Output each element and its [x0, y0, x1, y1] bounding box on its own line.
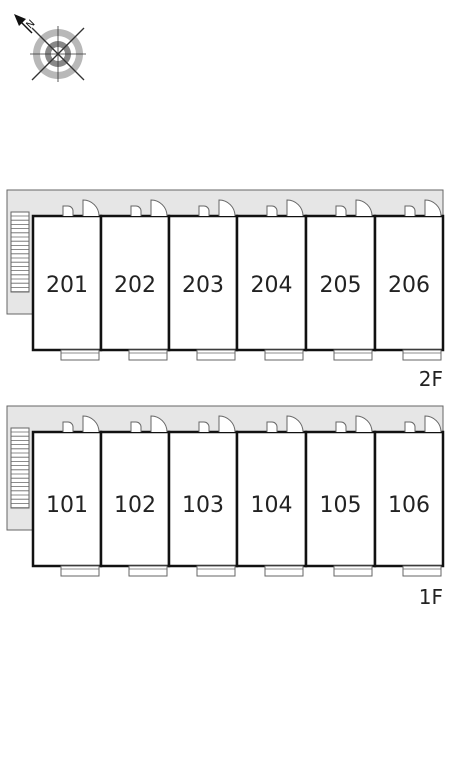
room-box — [31, 214, 103, 352]
unit-101: 101 — [31, 415, 103, 577]
balcony — [196, 565, 236, 577]
balcony — [196, 349, 236, 361]
balcony — [402, 349, 442, 361]
balcony — [128, 565, 168, 577]
unit-204: 204 — [235, 199, 308, 361]
meter-box-icon — [335, 421, 347, 432]
unit-201: 201 — [31, 199, 103, 361]
meter-box-icon — [266, 421, 278, 432]
staircase — [10, 427, 30, 509]
compass-north-icon: N — [14, 14, 86, 82]
floor-1f: 101 102 103 104 105 106 1F — [6, 405, 445, 609]
door-icon — [286, 415, 304, 433]
balcony — [333, 349, 373, 361]
door-icon — [355, 415, 373, 433]
unit-105: 105 — [304, 415, 377, 577]
unit-106: 106 — [373, 415, 445, 577]
compass-north-label: N — [24, 18, 37, 31]
meter-box-icon — [335, 205, 347, 216]
door-icon — [150, 415, 168, 433]
room-number: 206 — [388, 273, 430, 298]
door-icon — [82, 199, 100, 217]
floor-2f: 201 202 203 204 205 206 2F — [6, 189, 445, 391]
unit-205: 205 — [304, 199, 377, 361]
meter-box-icon — [404, 421, 416, 432]
door-icon — [218, 199, 236, 217]
door-icon — [355, 199, 373, 217]
room-number: 106 — [388, 493, 430, 518]
room-box — [167, 214, 239, 352]
room-number: 104 — [251, 493, 293, 518]
room-box — [235, 430, 308, 568]
room-number: 102 — [114, 493, 156, 518]
door-icon — [286, 199, 304, 217]
floor-label: 1F — [419, 585, 443, 609]
door-icon — [424, 415, 442, 433]
floor-label: 2F — [419, 367, 443, 391]
door-icon — [150, 199, 168, 217]
unit-202: 202 — [99, 199, 171, 361]
room-number: 201 — [46, 273, 88, 298]
balcony — [402, 565, 442, 577]
balcony — [60, 565, 100, 577]
balcony — [333, 565, 373, 577]
room-box — [31, 430, 103, 568]
room-box — [99, 430, 171, 568]
room-number: 103 — [182, 493, 224, 518]
balcony — [264, 565, 304, 577]
room-number: 203 — [182, 273, 224, 298]
room-box — [373, 214, 445, 352]
meter-box-icon — [266, 205, 278, 216]
unit-102: 102 — [99, 415, 171, 577]
meter-box-icon — [130, 205, 142, 216]
meter-box-icon — [198, 421, 210, 432]
room-number: 204 — [251, 273, 293, 298]
unit-103: 103 — [167, 415, 239, 577]
unit-104: 104 — [235, 415, 308, 577]
room-number: 205 — [320, 273, 362, 298]
meter-box-icon — [130, 421, 142, 432]
room-box — [167, 430, 239, 568]
unit-203: 203 — [167, 199, 239, 361]
staircase — [10, 211, 30, 293]
meter-box-icon — [404, 205, 416, 216]
door-icon — [218, 415, 236, 433]
room-number: 101 — [46, 493, 88, 518]
balcony — [264, 349, 304, 361]
room-number: 202 — [114, 273, 156, 298]
unit-206: 206 — [373, 199, 445, 361]
meter-box-icon — [62, 205, 74, 216]
balcony — [60, 349, 100, 361]
door-icon — [82, 415, 100, 433]
door-icon — [424, 199, 442, 217]
balcony — [128, 349, 168, 361]
room-number: 105 — [320, 493, 362, 518]
meter-box-icon — [198, 205, 210, 216]
meter-box-icon — [62, 421, 74, 432]
